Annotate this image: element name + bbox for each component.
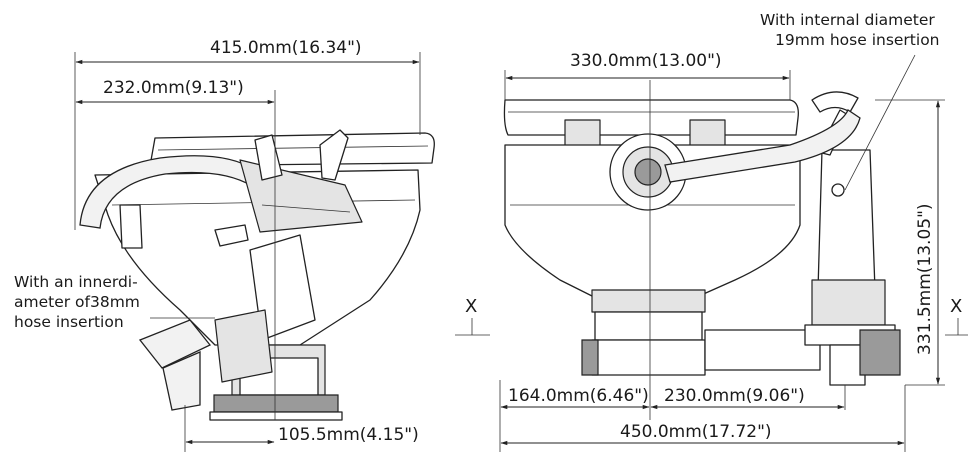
right-dimension-lines [499, 54, 968, 452]
inlet-note-line-3: hose insertion [14, 313, 124, 331]
left-outlet-offset-label: 105.5mm(4.15") [278, 425, 419, 445]
inlet-note-line-1: With an innerdi- [14, 273, 138, 291]
inlet-note-line-2: ameter of38mm [14, 293, 140, 311]
right-seat-width-label: 330.0mm(13.00") [570, 51, 722, 71]
right-overall-width-label: 450.0mm(17.72") [620, 422, 772, 442]
right-height-marker: X [950, 296, 962, 317]
hose-note-line-1: With internal diameter [760, 11, 935, 29]
left-inlet-offset-label: 232.0mm(9.13") [103, 78, 244, 98]
right-base-right-label: 230.0mm(9.06") [664, 386, 805, 406]
side-view-toilet [79, 129, 435, 421]
left-height-marker: X [465, 296, 477, 317]
left-dimension-lines [74, 52, 490, 452]
right-base-left-label: 164.0mm(6.46") [508, 386, 649, 406]
hose-note-line-2: 19mm hose insertion [775, 31, 940, 49]
left-overall-width-label: 415.0mm(16.34") [210, 38, 362, 58]
front-view-toilet [503, 91, 901, 386]
right-overall-height-label: 331.5mm(13.05") [915, 203, 935, 355]
